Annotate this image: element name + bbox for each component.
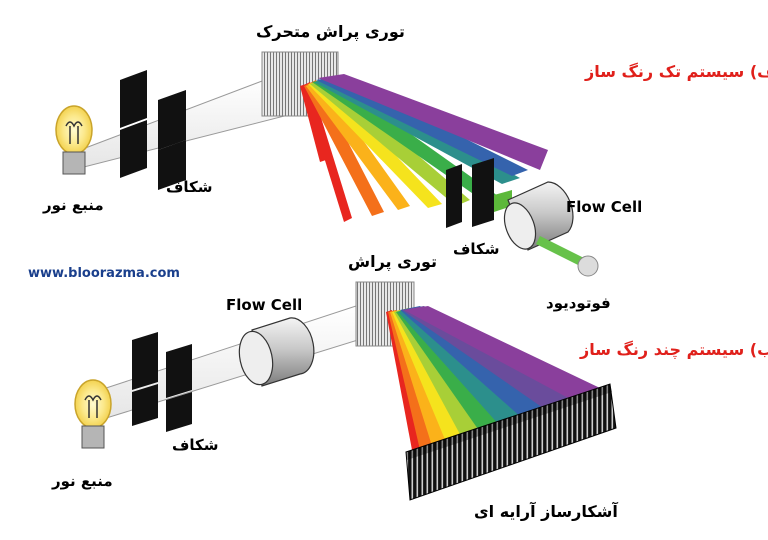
monochromator-system [55,51,599,277]
website-label: www.bloorazma.com [28,266,180,281]
slit-a2 [446,158,494,228]
photodiode-label: فوتودیود [546,294,611,312]
title-monochromator: الف) سیستم تک رنگ ساز [585,62,768,81]
array-detector [405,383,617,501]
polychromator-system [74,281,617,501]
flow-cell-a [503,181,574,251]
light-bulb-icon-a [55,105,93,175]
title-polychromator: ب) سیستم چند رنگ ساز [580,340,768,359]
light-source-label-a: منبع نور [43,196,104,214]
grating-label-b: توری پراش [348,252,438,271]
flow-cell-label-b: Flow Cell [226,296,303,314]
flow-cell-b [238,317,315,387]
slit-a [120,70,186,190]
slit-label-b: شکاف [172,436,219,454]
slit-b [132,332,192,432]
flow-cell-label-a: Flow Cell [566,198,643,216]
slit-label-a2: شکاف [453,240,500,258]
light-bulb-icon-b [74,379,112,449]
slit-label-a: شکاف [166,178,213,196]
moving-grating-label: توری پراش متحرک [256,22,405,41]
spectrum-fan-b [386,306,600,450]
array-detector-label: آشکارساز آرایه ای [474,502,618,521]
photodiode-icon [577,255,599,277]
green-beam-a2 [536,236,584,266]
light-source-label-b: منبع نور [52,472,113,490]
